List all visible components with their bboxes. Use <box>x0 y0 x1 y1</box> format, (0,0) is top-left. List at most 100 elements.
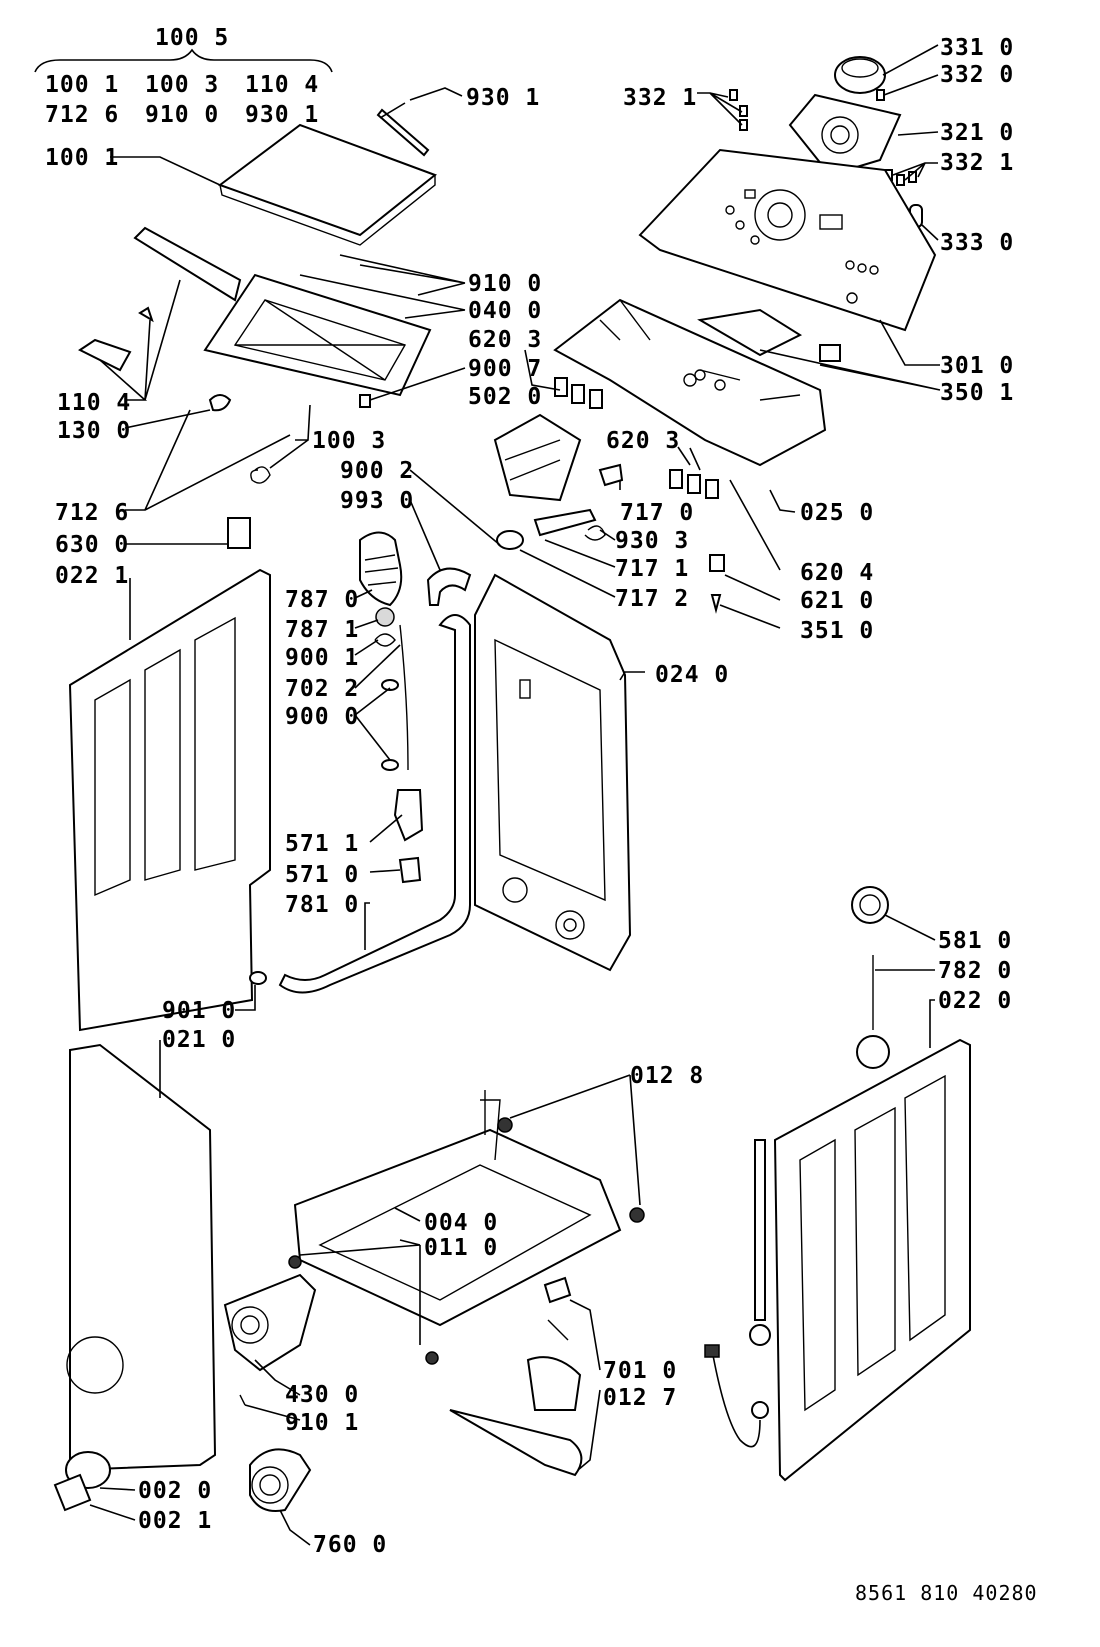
bracket-0127a <box>543 1276 572 1304</box>
label-9001: 900 1 <box>285 645 359 671</box>
label-7172: 717 2 <box>615 586 689 612</box>
hose-bend-9930 <box>426 567 472 606</box>
label-5020: 502 0 <box>468 384 542 410</box>
foot-0110a <box>288 1255 302 1269</box>
connector-f <box>705 479 719 499</box>
hoses-and-fittings <box>249 531 472 994</box>
label-9010: 901 0 <box>162 998 236 1024</box>
lid-assembly <box>78 108 438 484</box>
label-3321-left: 332 1 <box>623 85 697 111</box>
tube-7022 <box>399 624 409 771</box>
label-0110: 011 0 <box>424 1235 498 1261</box>
label-3501: 350 1 <box>940 380 1014 406</box>
lever-7171 <box>533 508 597 537</box>
label-0221: 022 1 <box>55 563 129 589</box>
front-panel <box>53 1043 217 1512</box>
block-6300 <box>227 517 251 549</box>
label-9930: 993 0 <box>340 488 414 514</box>
foot-0128a <box>497 1117 513 1133</box>
clip-9010 <box>249 971 267 985</box>
hose-connector-7010 <box>704 1344 720 1358</box>
label-3010: 301 0 <box>940 353 1014 379</box>
small-clip <box>138 306 154 323</box>
label-9301-top: 930 1 <box>466 85 540 111</box>
label-5710: 571 0 <box>285 862 359 888</box>
label-7871: 787 1 <box>285 617 359 643</box>
label-1104: 110 4 <box>57 390 131 416</box>
label-7170: 717 0 <box>620 500 694 526</box>
grouped-part-6: 930 1 <box>245 102 319 128</box>
pressure-switch-5810 <box>851 886 889 924</box>
rear-frame <box>474 573 632 972</box>
light-pipe-3 <box>739 119 748 131</box>
front-panel-0210 <box>69 1043 217 1472</box>
switch-6210 <box>709 554 725 572</box>
light-pipe-1 <box>729 89 738 101</box>
spring <box>250 466 271 484</box>
filter-7871 <box>375 607 395 627</box>
control-panel-assembly <box>493 56 937 614</box>
handle-part <box>78 338 132 372</box>
label-1300: 130 0 <box>57 418 131 444</box>
lid-hinge-bar <box>376 108 430 157</box>
spring-9303 <box>584 525 606 541</box>
base-frame <box>288 1090 645 1477</box>
label-6203b: 620 3 <box>606 428 680 454</box>
label-0021: 002 1 <box>138 1508 212 1534</box>
group-label: 100 5 <box>155 25 229 51</box>
insulation-sheet <box>697 308 803 357</box>
group-header: 100 5 100 1 100 3 110 4 712 6 910 0 930 … <box>34 25 333 128</box>
clip-3510 <box>710 594 722 614</box>
connector-e <box>687 474 701 494</box>
light-pipe-4 <box>876 89 885 101</box>
part-labels: 930 1 100 1 332 1 331 0 332 0 321 0 332 … <box>45 35 1014 1558</box>
leader-lines <box>89 44 941 1546</box>
connector-d <box>669 469 683 489</box>
label-3321: 332 1 <box>940 150 1014 176</box>
label-3510: 351 0 <box>800 618 874 644</box>
label-3320: 332 0 <box>940 62 1014 88</box>
side-panel-0221 <box>68 568 271 1032</box>
label-0127: 012 7 <box>603 1385 677 1411</box>
screw-9101 <box>239 1394 246 1406</box>
pin-0127 <box>547 1319 569 1341</box>
grouped-part-3: 110 4 <box>245 72 319 98</box>
switch-part <box>208 394 232 412</box>
label-1001: 100 1 <box>45 145 119 171</box>
label-1003: 100 3 <box>312 428 386 454</box>
front-trim <box>133 226 242 302</box>
clamp-9000a <box>381 679 399 691</box>
label-7010: 701 0 <box>603 1358 677 1384</box>
connector-a <box>554 377 568 397</box>
filter-7600 <box>249 1448 312 1512</box>
electronic-board <box>553 298 827 467</box>
label-0400: 040 0 <box>468 298 542 324</box>
label-6300: 630 0 <box>55 532 129 558</box>
label-7870: 787 0 <box>285 587 359 613</box>
valve-5710 <box>398 856 422 884</box>
side-panel-0220 <box>773 1038 971 1482</box>
label-9303: 930 3 <box>615 528 689 554</box>
pump-assembly <box>223 1273 317 1512</box>
connector-b <box>571 384 585 404</box>
label-6210: 621 0 <box>800 588 874 614</box>
control-panel <box>638 148 937 332</box>
disc-7170 <box>598 463 624 487</box>
label-5810: 581 0 <box>938 928 1012 954</box>
label-0250: 025 0 <box>800 500 874 526</box>
label-7022: 702 2 <box>285 676 359 702</box>
holder-0127 <box>526 1356 582 1411</box>
top-lid <box>217 123 438 237</box>
group-brace <box>34 48 333 73</box>
lock-7172 <box>496 530 524 550</box>
module-5020 <box>493 413 582 502</box>
label-9007: 900 7 <box>468 356 542 382</box>
right-side-parts <box>704 886 971 1482</box>
grouped-part-4: 712 6 <box>45 102 119 128</box>
knob <box>834 56 886 94</box>
label-3310: 331 0 <box>940 35 1014 61</box>
label-3330: 333 0 <box>940 230 1014 256</box>
label-0128: 012 8 <box>630 1063 704 1089</box>
label-7171: 717 1 <box>615 556 689 582</box>
